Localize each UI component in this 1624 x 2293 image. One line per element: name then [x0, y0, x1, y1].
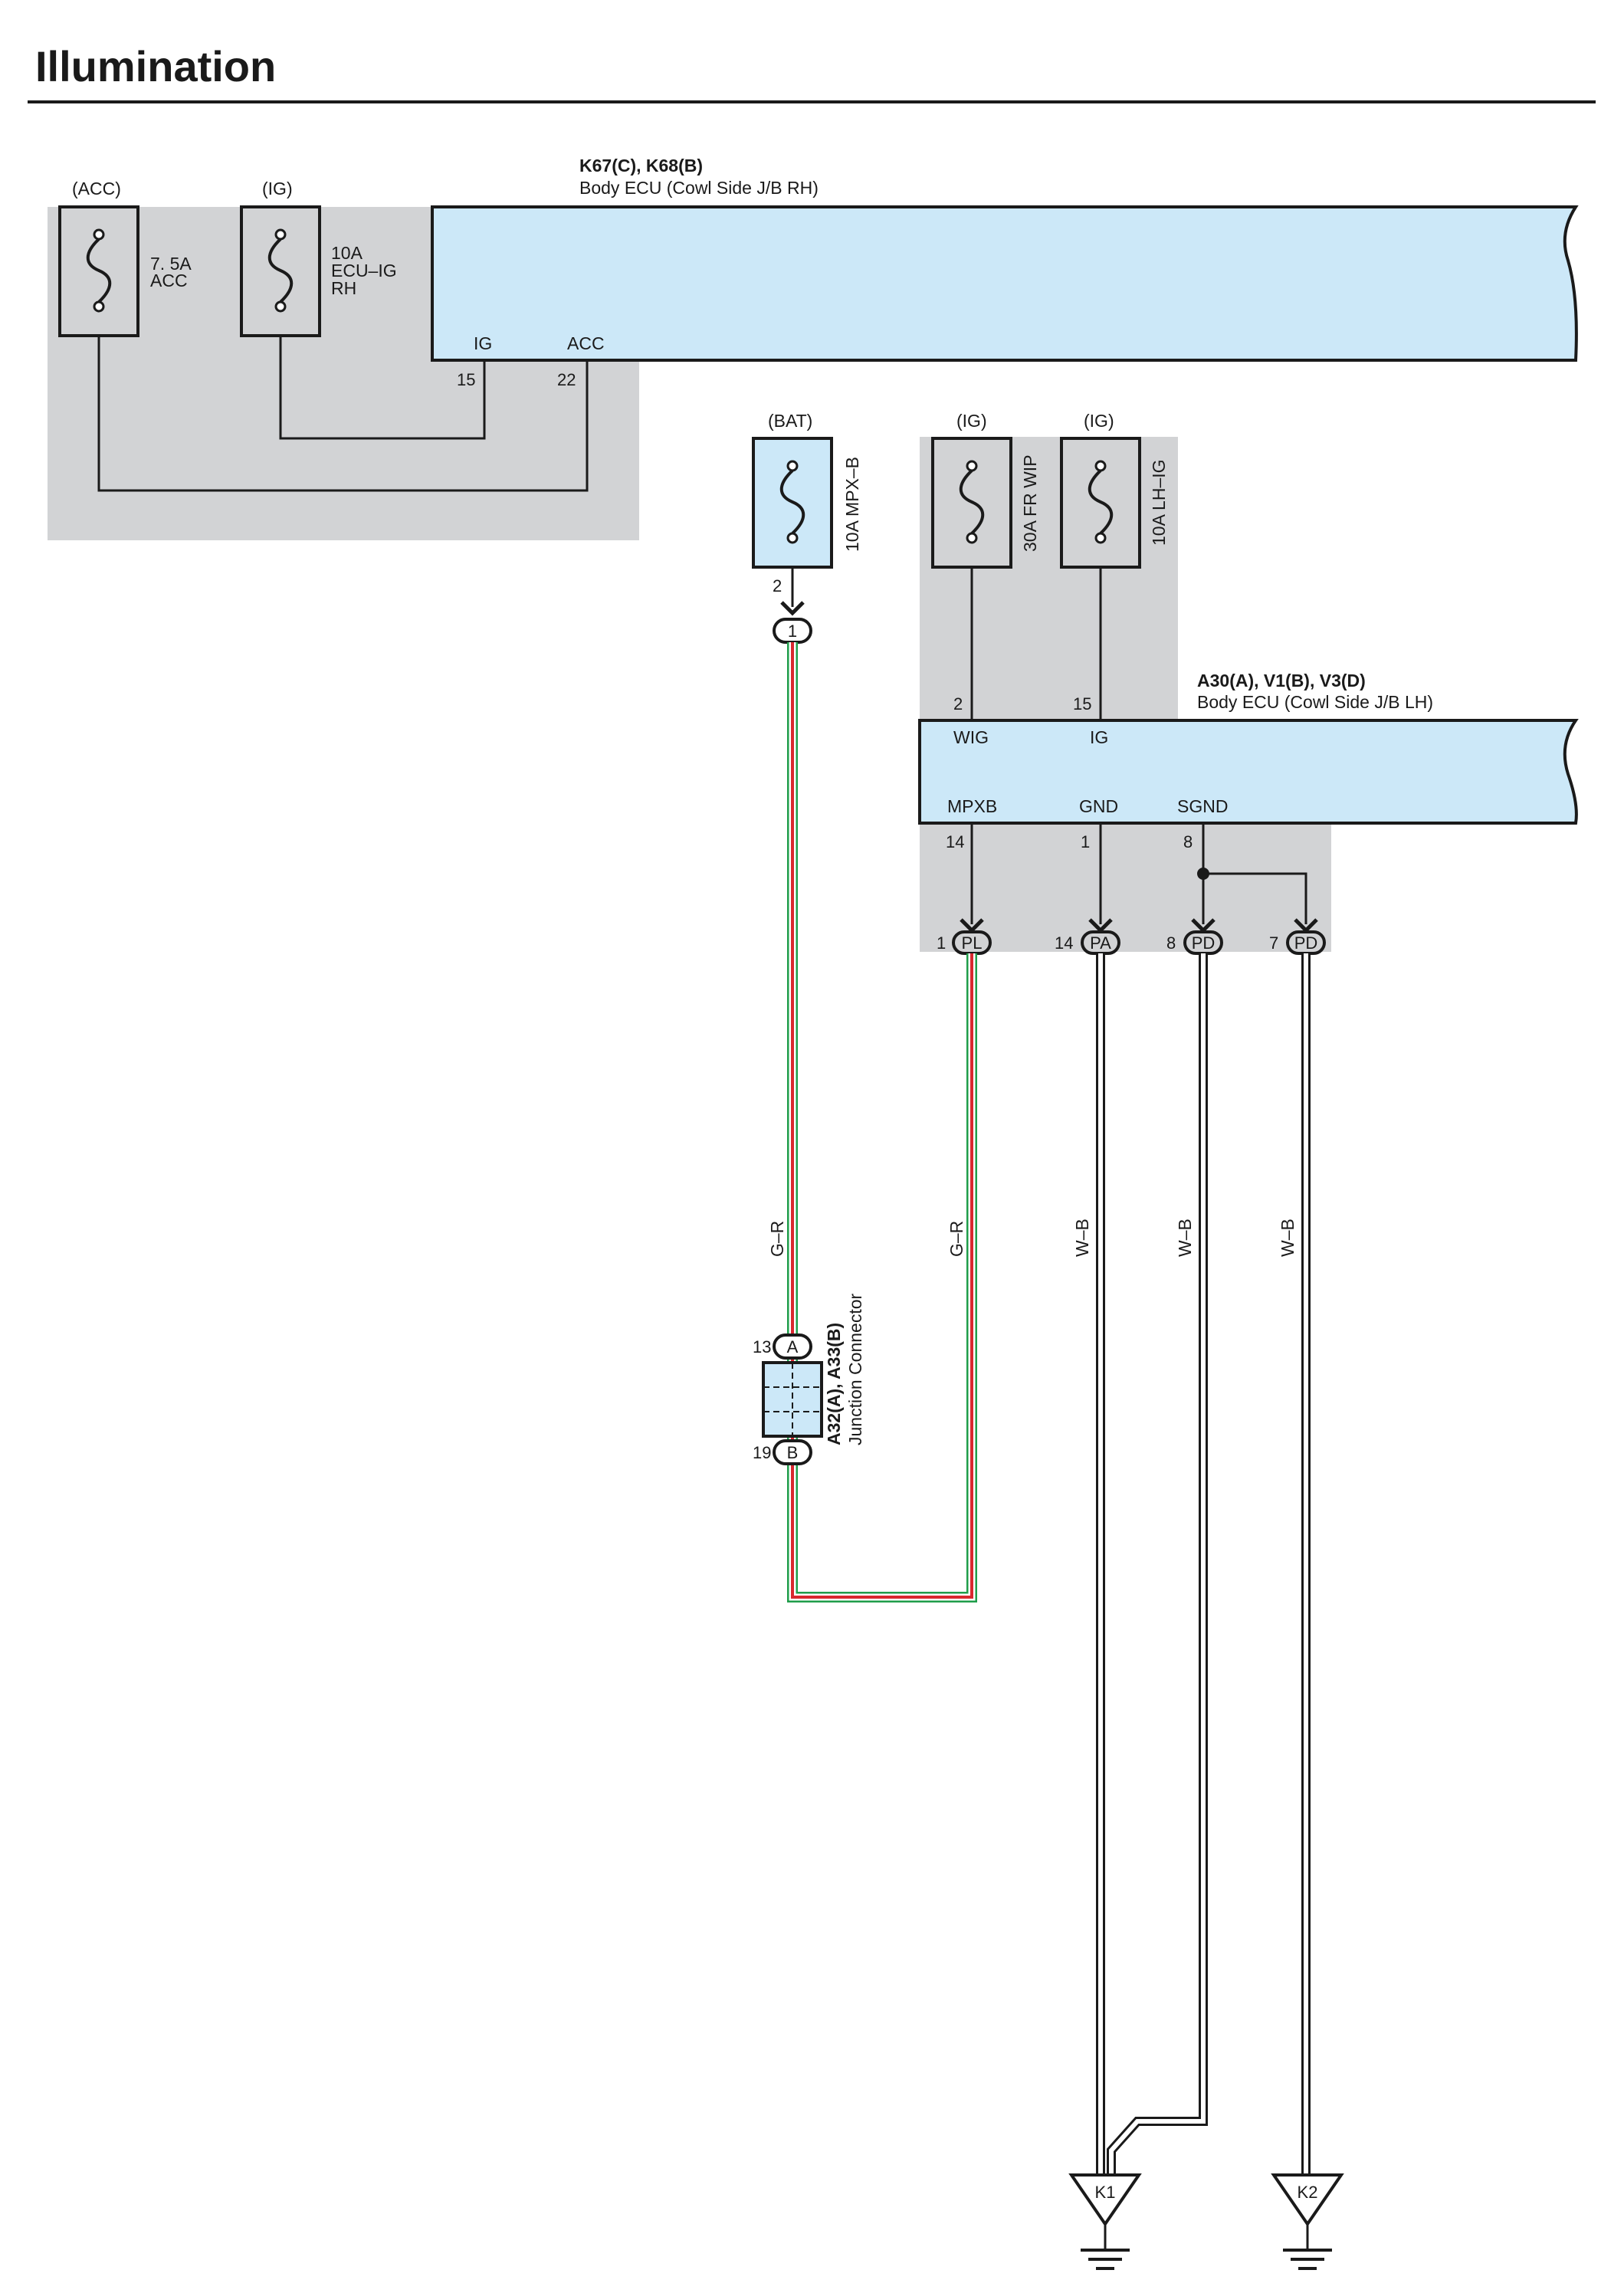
fuse-acc-source: (ACC): [72, 179, 121, 198]
ecu-lh-box: [918, 719, 1579, 825]
ecu-lh-terminal-mpxb: MPXB: [947, 796, 997, 816]
fuse-element: [86, 238, 112, 303]
lh-connector-area: [920, 820, 1331, 952]
wire-label-w-b-2: W–B: [1175, 1219, 1195, 1257]
fuse-ecu-ig-label-3: RH: [331, 278, 356, 298]
connector-pl-id: PL: [962, 933, 983, 953]
wire-acc: [97, 336, 589, 492]
ecu-rh-box: [431, 205, 1579, 362]
ecu-lh-pin-sgnd: 8: [1183, 832, 1193, 851]
fuse-element: [959, 469, 985, 535]
ecu-lh-code: A30(A), V1(B), V3(D): [1197, 671, 1366, 691]
fuse-ecu-ig-source: (IG): [262, 179, 293, 198]
fuse-terminal: [966, 532, 978, 544]
ecu-lh-terminal-ig: IG: [1090, 727, 1108, 747]
ecu-rh-terminal-acc: ACC: [567, 333, 605, 353]
ecu-rh-name: Body ECU (Cowl Side J/B RH): [579, 178, 819, 198]
wire-label-g-r-2: G–R: [947, 1221, 966, 1257]
connector-pd-7-id: PD: [1294, 933, 1318, 953]
fuse-element: [779, 469, 805, 535]
wire-label-w-b-3: W–B: [1278, 1219, 1298, 1257]
fuse-ecu-ig-rh: [240, 205, 321, 337]
connector-pd-8-pin: 8: [1166, 933, 1176, 953]
fuse-fr-wip-label: 30A FR WIP: [1020, 454, 1040, 552]
fuse-lh-ig-source: (IG): [1084, 411, 1114, 431]
junction-bottom-id: B: [787, 1443, 799, 1462]
junction-bottom-connector: [773, 1439, 812, 1465]
wire-w-b-pd-8: [1107, 953, 1208, 2175]
wire-label-w-b-1: W–B: [1072, 1219, 1092, 1257]
fuse-terminal: [786, 460, 799, 472]
fuse-terminal: [93, 300, 105, 313]
wire-sgnd-branch: [1203, 872, 1307, 924]
ecu-lh-terminal-gnd: GND: [1079, 796, 1118, 816]
fuse-terminal: [1094, 460, 1107, 472]
ecu-lh-name: Body ECU (Cowl Side J/B LH): [1197, 692, 1433, 712]
connector-pd-8-id: PD: [1192, 933, 1216, 953]
fuse-element: [1088, 469, 1114, 535]
ecu-lh-pin-mpxb: 14: [946, 832, 964, 851]
junction-bottom-pin: 19: [753, 1443, 771, 1462]
connector-pa-pin: 14: [1055, 933, 1073, 953]
ecu-rh-terminal-ig: IG: [474, 333, 492, 353]
wire-label-g-r-1: G–R: [767, 1221, 787, 1257]
connector-pl-pin: 1: [937, 933, 946, 953]
ground-k1: [1068, 2173, 1142, 2270]
ground-k2: [1271, 2173, 1344, 2270]
fuse-mpxb-label: 10A MPX–B: [842, 457, 862, 552]
splice-point: [1197, 868, 1209, 880]
wire-g-r: [787, 642, 977, 1602]
ecu-rh-pin-ig: 15: [457, 370, 475, 389]
fuse-mpxb-source: (BAT): [768, 411, 812, 431]
fuse-fr-wip-source: (IG): [956, 411, 987, 431]
ecu-lh-pin-ig: 15: [1073, 694, 1091, 713]
junction-top-pin: 13: [753, 1337, 771, 1356]
fuse-acc-label-1: 7. 5A: [150, 254, 192, 274]
ecu-rh-pin-acc: 22: [557, 370, 576, 389]
fuse-mpxb-pin: 2: [773, 576, 782, 595]
ground-k2-id: K2: [1298, 2183, 1318, 2202]
connector-1-id: 1: [788, 622, 797, 641]
junction-code: A32(A), A33(B): [824, 1323, 844, 1445]
fuse-terminal: [1094, 532, 1107, 544]
fuse-terminal: [786, 532, 799, 544]
fuse-acc-label-2: ACC: [150, 271, 188, 290]
fuse-terminal: [966, 460, 978, 472]
junction-top-id: A: [787, 1337, 799, 1356]
fuse-lh-ig-label: 10A LH–IG: [1149, 459, 1169, 546]
junction-name: Junction Connector: [845, 1293, 865, 1445]
fuse-terminal: [93, 228, 105, 241]
page-title: Illumination: [35, 42, 276, 90]
fuse-terminal: [274, 228, 287, 241]
fuse-element: [267, 238, 294, 303]
ecu-rh-code: K67(C), K68(B): [579, 156, 703, 176]
ecu-lh-terminal-sgnd: SGND: [1177, 796, 1228, 816]
junction-top-connector: [773, 1333, 812, 1360]
ecu-lh-pin-gnd: 1: [1081, 832, 1090, 851]
arrow-down-icon: [780, 601, 805, 616]
fuse-ecu-ig-label-2: ECU–IG: [331, 261, 397, 280]
ecu-lh-terminal-wig: WIG: [953, 727, 989, 747]
connector-pd-7-pin: 7: [1269, 933, 1278, 953]
fuse-acc: [58, 205, 139, 337]
fuse-ecu-ig-label-1: 10A: [331, 243, 363, 263]
ecu-lh-pin-wig: 2: [953, 694, 963, 713]
connector-pa-id: PA: [1090, 933, 1111, 953]
wire-ecu-ig: [279, 336, 486, 440]
fuse-terminal: [274, 300, 287, 313]
ground-k1-id: K1: [1095, 2183, 1116, 2202]
